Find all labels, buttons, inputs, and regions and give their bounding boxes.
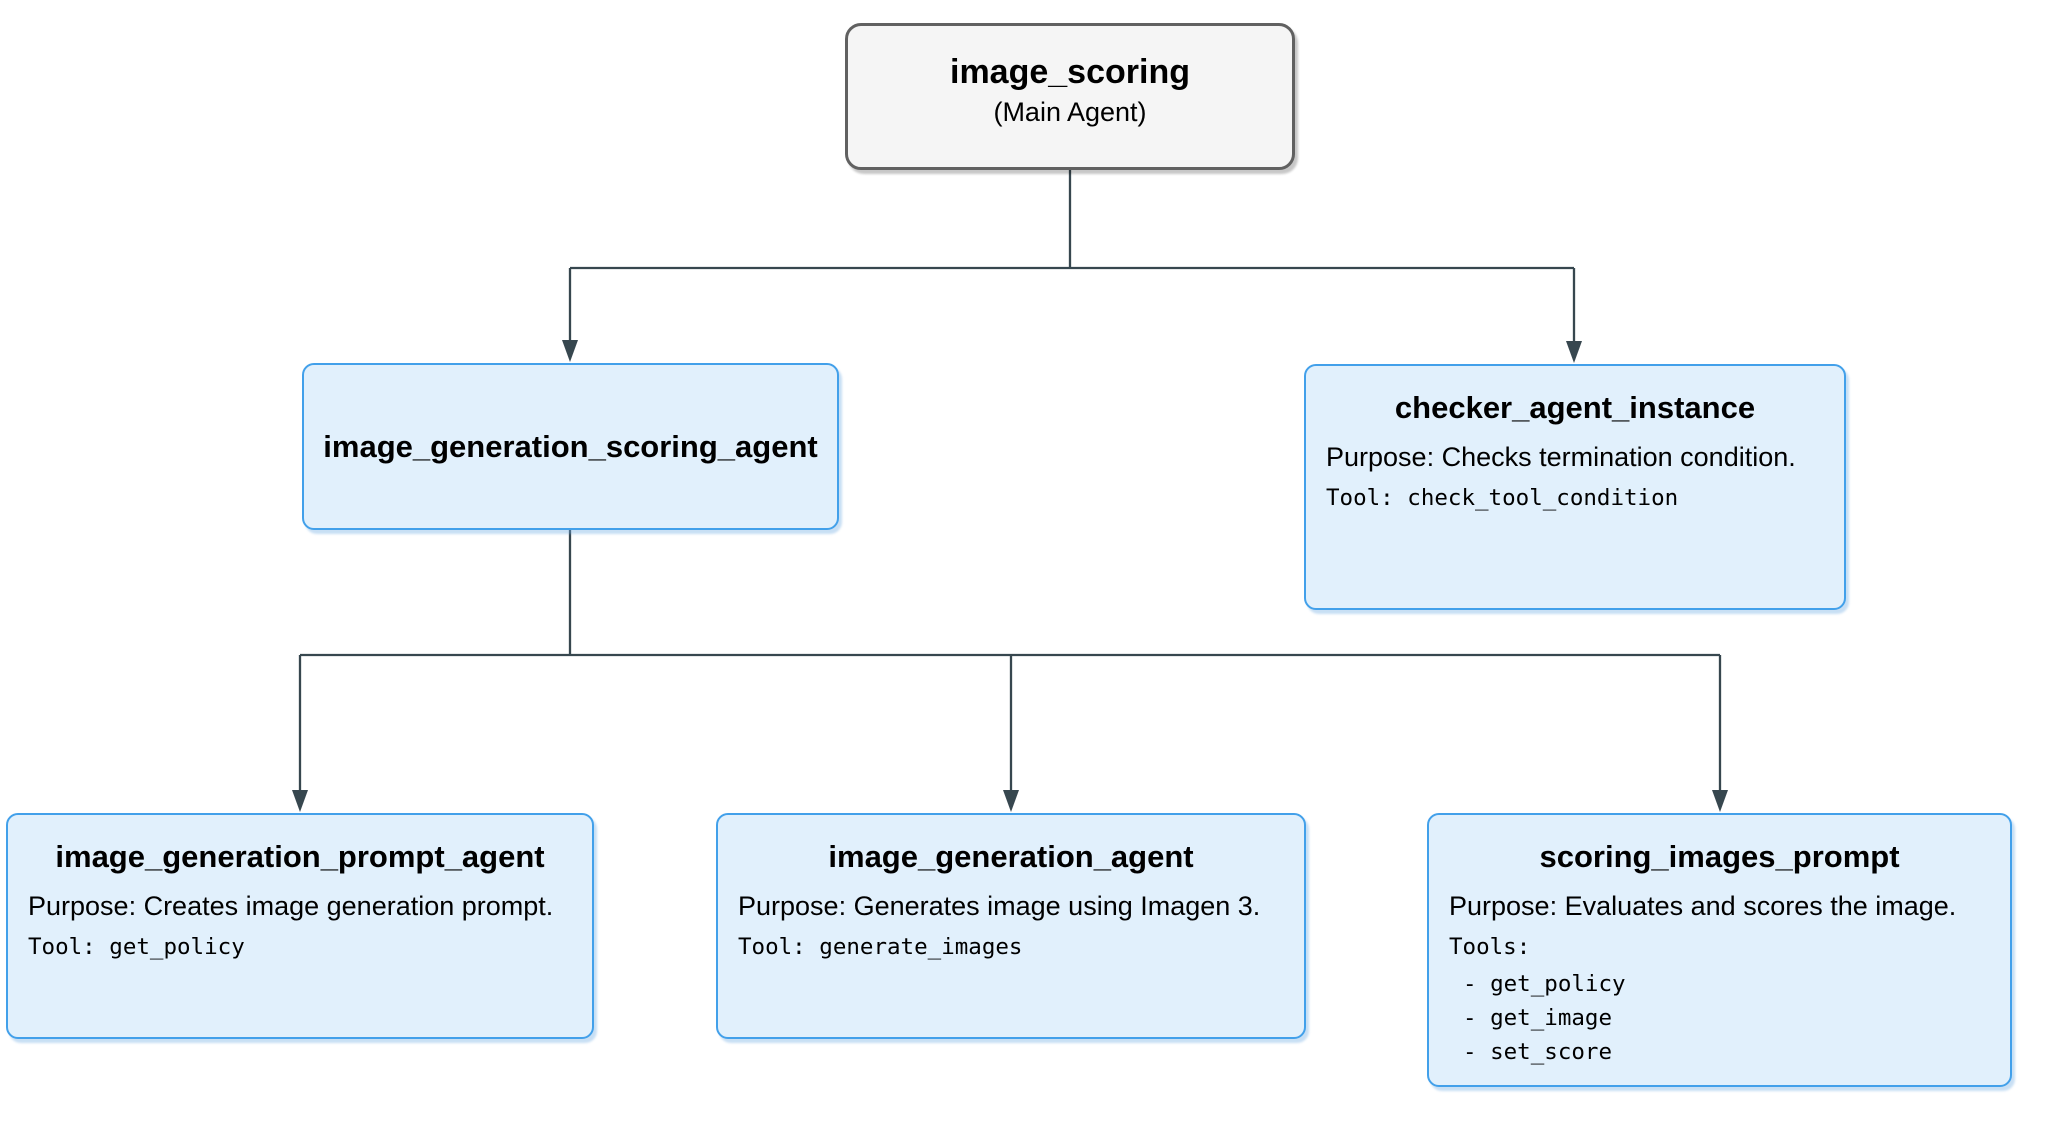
node-title: image_generation_scoring_agent	[323, 428, 818, 464]
node-tool: Tool: check_tool_condition	[1326, 485, 1679, 511]
node-checker-agent-instance: checker_agent_instance Purpose: Checks t…	[1304, 364, 1846, 610]
node-tool: Tool: generate_images	[738, 934, 1023, 960]
arrowhead-to-scoring-prompt	[1712, 790, 1728, 812]
node-image-scoring: image_scoring (Main Agent)	[845, 23, 1295, 170]
node-image-generation-prompt-agent: image_generation_prompt_agent Purpose: C…	[6, 813, 594, 1039]
node-image-generation-scoring-agent: image_generation_scoring_agent	[302, 363, 839, 530]
node-title: image_generation_prompt_agent	[55, 839, 545, 874]
node-title: checker_agent_instance	[1394, 390, 1756, 425]
node-subtitle: (Main Agent)	[993, 97, 1147, 127]
node-purpose: Purpose: Creates image generation prompt…	[28, 891, 554, 921]
tool-list-item: - get_policy	[1463, 971, 1626, 997]
arrowhead-to-checker	[1566, 341, 1582, 363]
node-tools-label: Tools:	[1449, 934, 1531, 960]
node-title: image_scoring	[950, 53, 1190, 91]
tool-list-item: - get_image	[1463, 1005, 1613, 1031]
node-image-generation-agent: image_generation_agent Purpose: Generate…	[716, 813, 1306, 1039]
node-title: image_generation_agent	[828, 839, 1194, 874]
node-purpose: Purpose: Evaluates and scores the image.	[1449, 891, 1957, 921]
arrowhead-to-prompt-agent	[292, 790, 308, 812]
node-tool: Tool: get_policy	[28, 934, 245, 960]
tool-list-item: - set_score	[1463, 1039, 1613, 1065]
arrowhead-to-scoring-agent	[562, 340, 578, 362]
node-purpose: Purpose: Generates image using Imagen 3.	[738, 891, 1261, 921]
node-purpose: Purpose: Checks termination condition.	[1326, 442, 1796, 472]
node-scoring-images-prompt: scoring_images_prompt Purpose: Evaluates…	[1427, 813, 2012, 1087]
node-title: scoring_images_prompt	[1539, 839, 1900, 874]
arrowhead-to-generation-agent	[1003, 790, 1019, 812]
